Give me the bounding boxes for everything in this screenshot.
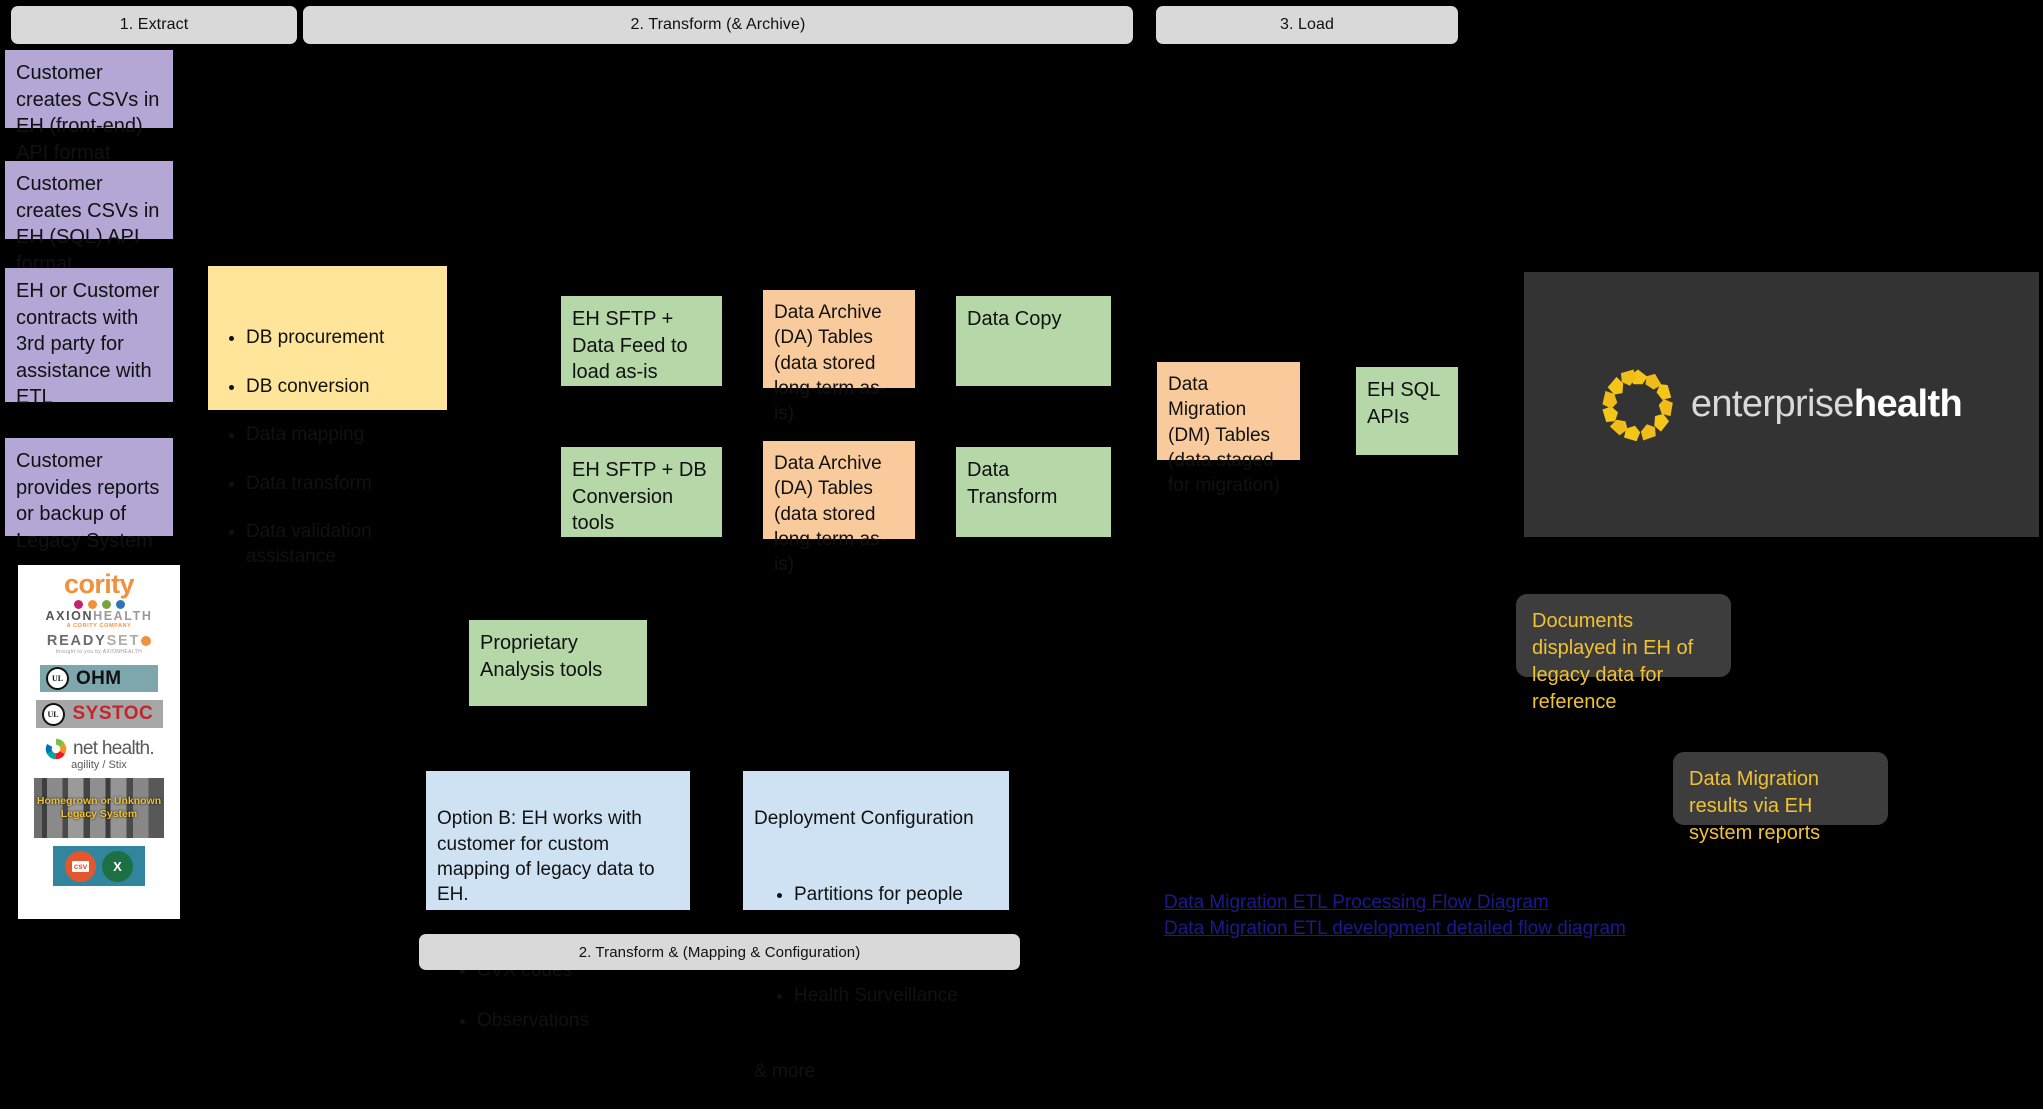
ohm-word: OHM bbox=[76, 667, 122, 689]
link-etl-development-flow[interactable]: Data Migration ETL development detailed … bbox=[1164, 917, 1626, 939]
ul-certification-icon: UL bbox=[41, 702, 65, 726]
readyset-subtitle: brought to you by AXIONHEALTH bbox=[55, 649, 143, 656]
axion-health-word: HEALTH bbox=[93, 609, 153, 623]
axion-word: AXION bbox=[45, 609, 94, 623]
diagram-links: Data Migration ETL Processing Flow Diagr… bbox=[1164, 890, 1626, 941]
csv-file-icon: csv bbox=[65, 850, 96, 882]
file-format-icons: csv X bbox=[53, 846, 145, 887]
list-item: Data validation assistance bbox=[246, 520, 439, 569]
node-data-migration-tables: Data Migration (DM) Tables (data staged … bbox=[1157, 362, 1300, 496]
wordmark-bold: health bbox=[1853, 383, 1963, 425]
list-item: Health Surveillance bbox=[794, 983, 998, 1008]
systoc-word: SYSTOC bbox=[72, 703, 154, 725]
enterprise-health-brand-panel: enterprisehealth bbox=[1524, 272, 2039, 537]
excel-file-icon: X bbox=[102, 850, 133, 882]
readyset-ready: READY bbox=[46, 633, 107, 650]
node-data-copy: Data Copy bbox=[956, 296, 1111, 386]
phase-header-load: 3. Load bbox=[1156, 6, 1458, 44]
node-customer-csv-sql: Customer creates CSVs in EH (SQL) API fo… bbox=[5, 161, 173, 275]
diagram-canvas: 1. Extract 2. Transform (& Archive) 3. L… bbox=[0, 0, 2043, 976]
brand-lockup: enterprisehealth bbox=[1601, 368, 1963, 442]
axion-dots-icon bbox=[73, 600, 125, 609]
axion-subtitle: A CORITY COMPANY bbox=[66, 623, 132, 630]
link-etl-processing-flow[interactable]: Data Migration ETL Processing Flow Diagr… bbox=[1164, 892, 1549, 913]
list-item: DB procurement bbox=[246, 326, 439, 350]
list-item: Data transform bbox=[246, 472, 439, 496]
node-eh-sftp-data-feed: EH SFTP + Data Feed to load as-is bbox=[561, 296, 722, 386]
node-etl-services: DB procurement DB conversion Data mappin… bbox=[208, 266, 447, 567]
option-b-lead: Option B: EH works with customer for cus… bbox=[437, 808, 655, 906]
node-data-archive-tables-2: Data Archive (DA) Tables (data stored lo… bbox=[763, 441, 915, 575]
node-data-transform: Data Transform bbox=[956, 447, 1111, 537]
node-eh-sftp-db-conversion: EH SFTP + DB Conversion tools bbox=[561, 447, 722, 537]
node-legacy-reports-backup: Customer provides reports or backup of L… bbox=[5, 438, 173, 552]
node-deployment-configuration: Deployment Configuration Partitions for … bbox=[743, 771, 1009, 1082]
legacy-system-photo: Homegrown or Unknown Legacy System bbox=[34, 778, 164, 839]
phase-header-extract: 1. Extract bbox=[11, 6, 297, 44]
sun-burst-icon bbox=[1602, 368, 1673, 441]
brand-wordmark: enterprisehealth bbox=[1690, 383, 1963, 426]
legacy-vendor-logo-stack: cority AXIONHEALTH A CORITY COMPANY READ… bbox=[18, 565, 180, 919]
phase-header-transform-mapping: 2. Transform & (Mapping & Configuration) bbox=[419, 934, 1020, 970]
wordmark-light: enterprise bbox=[1690, 383, 1855, 425]
csv-icon-label: csv bbox=[71, 860, 90, 872]
node-proprietary-analysis-tools: Proprietary Analysis tools bbox=[469, 620, 647, 706]
node-customer-csv-frontend: Customer creates CSVs in EH (front-end) … bbox=[5, 50, 173, 164]
callout-documents-displayed: Documents displayed in EH of legacy data… bbox=[1516, 594, 1731, 713]
readyset-set: SET bbox=[106, 633, 141, 650]
axion-health-logo: AXIONHEALTH bbox=[45, 609, 153, 623]
list-item: DB conversion bbox=[246, 375, 439, 399]
ul-certification-icon: UL bbox=[46, 667, 69, 691]
callout-data-migration-results: Data Migration results via EH system rep… bbox=[1673, 752, 1888, 844]
list-item: Observations bbox=[477, 1008, 679, 1033]
legacy-system-caption: Homegrown or Unknown Legacy System bbox=[36, 795, 162, 821]
deployment-lead: Deployment Configuration bbox=[754, 808, 974, 830]
node-eh-sql-apis: EH SQL APIs bbox=[1356, 367, 1458, 455]
ul-systoc-logo: UL SYSTOC bbox=[35, 700, 163, 729]
deployment-tail: & more bbox=[754, 1060, 816, 1082]
etl-services-list: DB procurement DB conversion Data mappin… bbox=[216, 302, 439, 594]
net-health-word: net health. bbox=[72, 738, 155, 760]
net-health-subtitle: agility / Stix bbox=[71, 759, 127, 772]
net-health-ring-icon bbox=[45, 738, 67, 760]
ul-ohm-logo: UL OHM bbox=[40, 665, 158, 693]
excel-icon-label: X bbox=[113, 858, 122, 874]
node-data-archive-tables-1: Data Archive (DA) Tables (data stored lo… bbox=[763, 290, 915, 424]
list-item: Partitions for people bbox=[794, 882, 998, 907]
cority-logo: cority bbox=[64, 569, 135, 599]
node-option-b-custom-mapping: Option B: EH works with customer for cus… bbox=[426, 771, 690, 1031]
list-item: Data mapping bbox=[246, 423, 439, 447]
node-third-party-etl: EH or Customer contracts with 3rd party … bbox=[5, 268, 173, 408]
phase-header-transform-archive: 2. Transform (& Archive) bbox=[303, 6, 1133, 44]
net-health-logo: net health. bbox=[44, 737, 155, 761]
